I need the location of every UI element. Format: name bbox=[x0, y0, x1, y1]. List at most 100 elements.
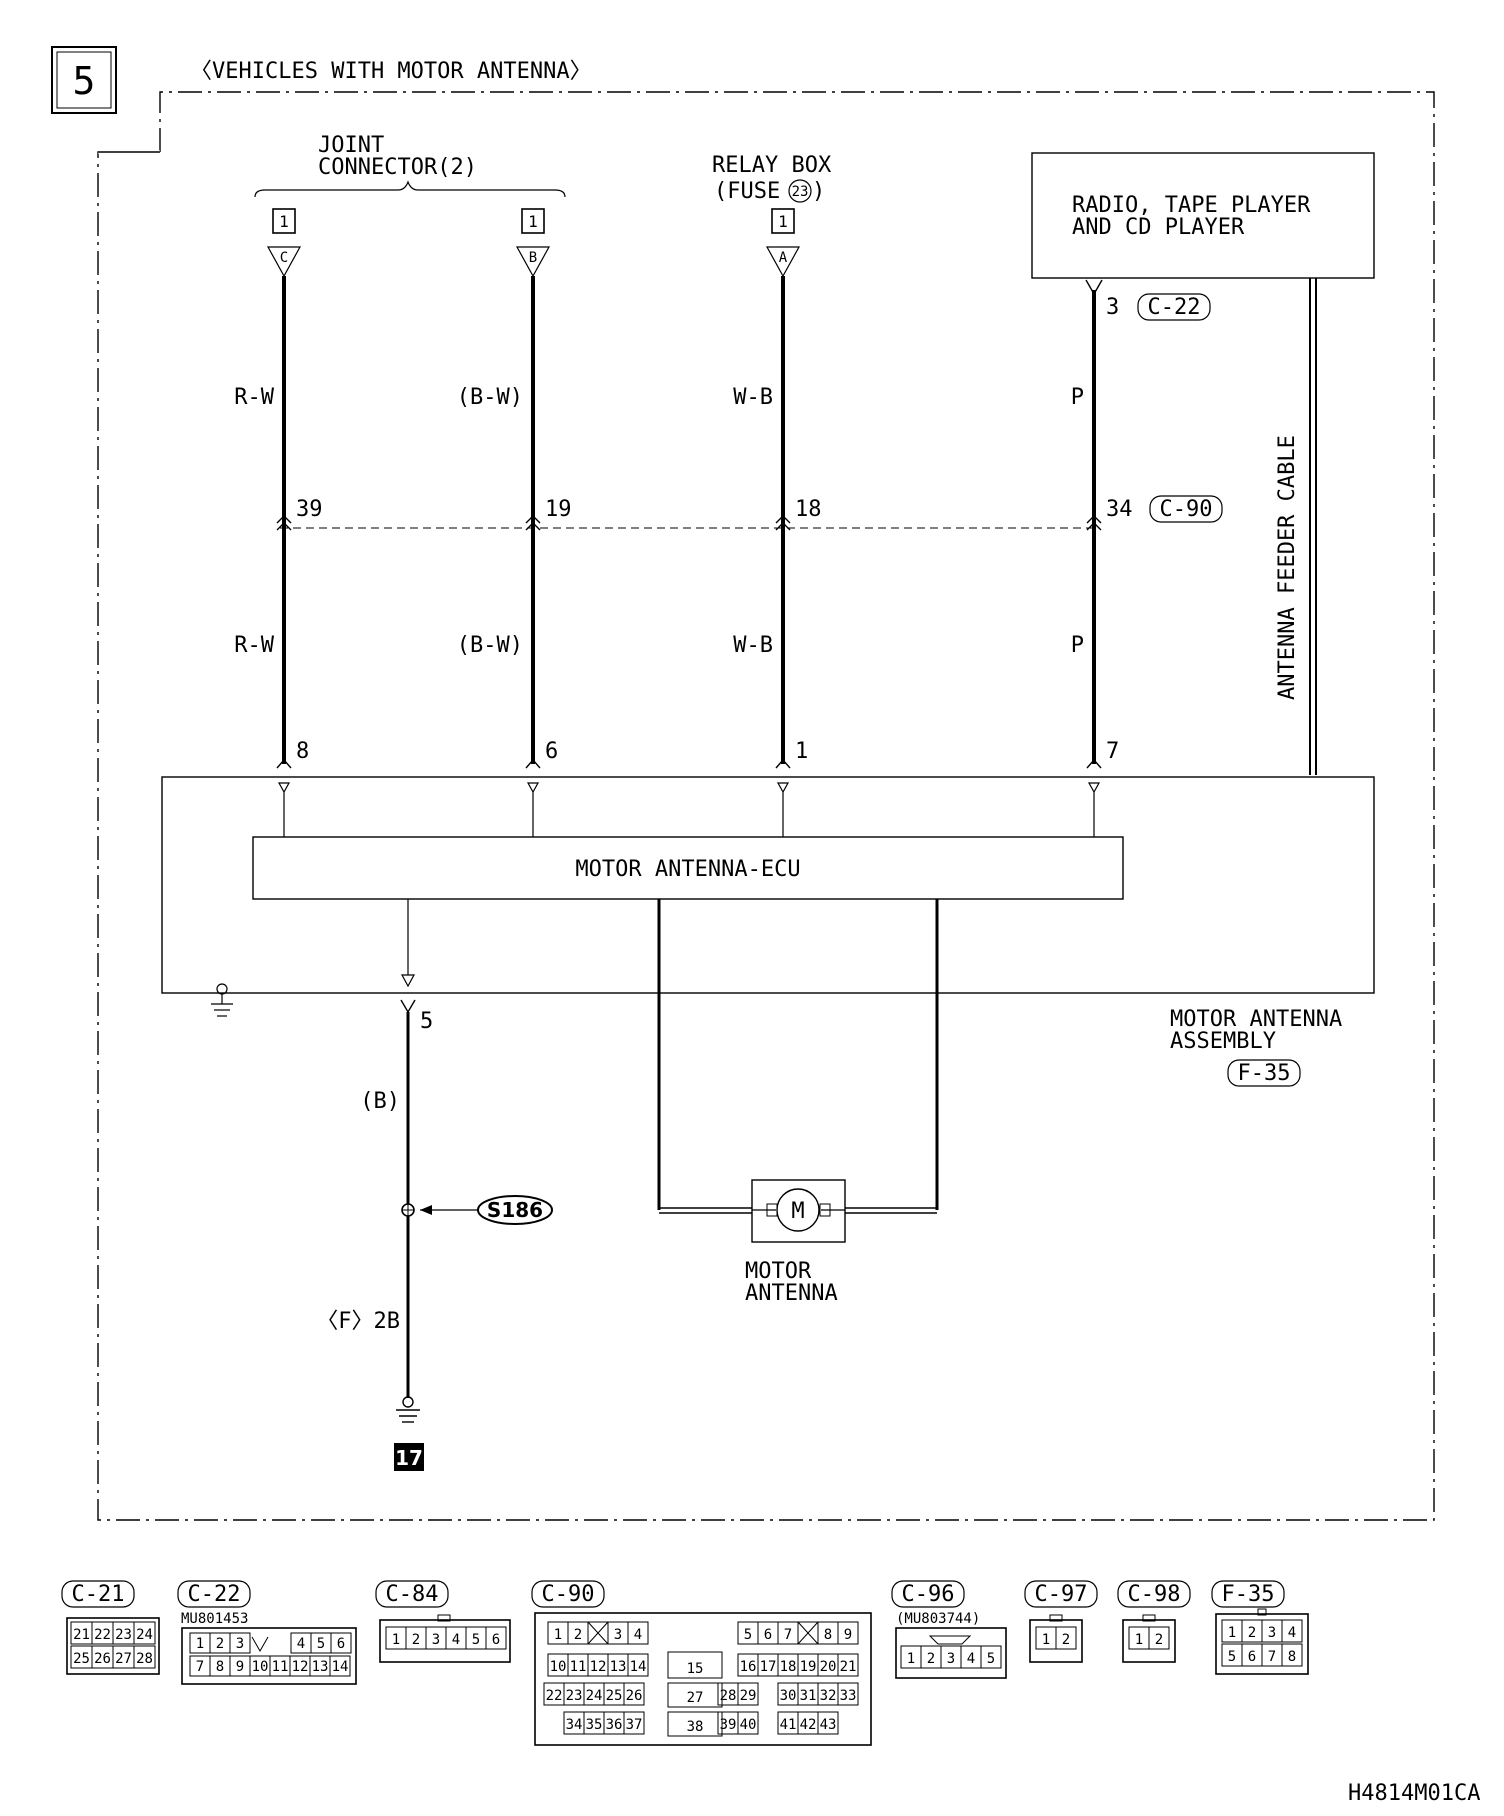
connector-pin: 11 bbox=[570, 1659, 587, 1675]
radio-pin: 3 bbox=[1106, 295, 1119, 320]
assembly-label-2: ASSEMBLY bbox=[1170, 1029, 1276, 1054]
connector-pin: 2 bbox=[927, 1651, 935, 1667]
assembly-connector-ref: F-35 bbox=[1227, 1059, 1301, 1087]
joint-connector-brace bbox=[254, 180, 566, 198]
radio-unit: RADIO, TAPE PLAYER AND CD PLAYER bbox=[1031, 152, 1375, 279]
wire-color-label: W-B bbox=[733, 633, 773, 658]
connector-pin: 43 bbox=[820, 1717, 837, 1733]
connector-pin: 1 bbox=[1135, 1632, 1143, 1648]
connector-pin: 6 bbox=[764, 1627, 772, 1643]
connector-pin: 40 bbox=[740, 1717, 757, 1733]
motor-circuit bbox=[657, 899, 939, 1214]
antenna-feeder-cable-label: ANTENNA FEEDER CABLE bbox=[1275, 435, 1300, 700]
connector-pin: 24 bbox=[586, 1688, 603, 1704]
connector-name: C-84 bbox=[386, 1582, 439, 1607]
c90-pin-marks bbox=[276, 515, 1102, 531]
svg-text:(FUSE: (FUSE bbox=[714, 179, 780, 204]
connector-pin: 6 bbox=[1248, 1649, 1256, 1665]
connector-pin: 8 bbox=[1288, 1649, 1296, 1665]
connector-pin: 19 bbox=[800, 1659, 817, 1675]
ground-pin: 5 bbox=[420, 1009, 433, 1034]
connector-pin: 13 bbox=[610, 1659, 627, 1675]
connector-pin: 12 bbox=[590, 1659, 607, 1675]
assembly-input-terminals bbox=[277, 782, 1101, 837]
motor-symbol: M bbox=[791, 1199, 804, 1224]
splice-label: S186 bbox=[477, 1195, 553, 1225]
joint-connector-label-2: CONNECTOR(2) bbox=[318, 155, 477, 180]
connector-pin: 37 bbox=[626, 1717, 643, 1733]
wire-color-label: R-W bbox=[234, 633, 274, 658]
connector-pin: 17 bbox=[760, 1659, 777, 1675]
radio-label: RADIO, TAPE PLAYER bbox=[1072, 193, 1311, 218]
ecu-label: MOTOR ANTENNA-ECU bbox=[575, 857, 800, 882]
connector-pin: 2 bbox=[1062, 1632, 1070, 1648]
connector-pin: 21 bbox=[73, 1627, 90, 1643]
connector-pin: 2 bbox=[1248, 1625, 1256, 1641]
motor-icon: M bbox=[751, 1179, 846, 1243]
svg-text:F-35: F-35 bbox=[1238, 1061, 1291, 1086]
motor-antenna-ecu: MOTOR ANTENNA-ECU bbox=[252, 836, 1124, 900]
connector-pin: 27 bbox=[115, 1651, 132, 1667]
connector-pin: 34 bbox=[566, 1717, 583, 1733]
connector-name: C-21 bbox=[72, 1582, 125, 1607]
connector-pin: 28 bbox=[720, 1688, 737, 1704]
wire-color-label: 〈F〉2B bbox=[316, 1309, 400, 1334]
section-title: 〈VEHICLES WITH MOTOR ANTENNA〉 bbox=[190, 59, 592, 84]
connector-pin: 38 bbox=[687, 1719, 704, 1735]
svg-text:17: 17 bbox=[395, 1446, 423, 1470]
connector-pin: 36 bbox=[606, 1717, 623, 1733]
wire-color-label: W-B bbox=[733, 385, 773, 410]
ecu-pin: 6 bbox=[545, 739, 558, 764]
connector-pin: 26 bbox=[94, 1651, 111, 1667]
svg-text:): ) bbox=[812, 179, 825, 204]
svg-text:B: B bbox=[529, 250, 537, 266]
c90-pin: 39 bbox=[296, 497, 323, 522]
connector-pin: 7 bbox=[196, 1659, 204, 1675]
radio-connector-ref: C-22 bbox=[1137, 293, 1211, 321]
connector-pin: 7 bbox=[1268, 1649, 1276, 1665]
c90-pin: 34 bbox=[1106, 497, 1133, 522]
wire-color-label: (B-W) bbox=[457, 385, 523, 410]
connector-pin: 4 bbox=[452, 1632, 460, 1648]
connector-pin: 21 bbox=[840, 1659, 857, 1675]
connector-name: F-35 bbox=[1222, 1582, 1275, 1607]
document-code: H4814M01CA bbox=[1348, 1781, 1480, 1806]
connector-pin: 1 bbox=[1042, 1632, 1050, 1648]
connector-pin: 13 bbox=[312, 1659, 329, 1675]
connector-pin: 1 bbox=[196, 1636, 204, 1652]
svg-text:C-90: C-90 bbox=[1160, 497, 1213, 522]
connector-name: C-98 bbox=[1128, 1582, 1181, 1607]
connector-pin: 1 bbox=[907, 1651, 915, 1667]
section-number-box: 5 bbox=[51, 46, 117, 114]
connector-pin: 3 bbox=[947, 1651, 955, 1667]
svg-text:C-22: C-22 bbox=[1148, 295, 1201, 320]
case-ground-icon bbox=[211, 983, 233, 1017]
connector-pin: 6 bbox=[337, 1636, 345, 1652]
svg-text:1: 1 bbox=[528, 212, 538, 231]
connector-pin: 9 bbox=[844, 1627, 852, 1643]
connector-pin: 41 bbox=[780, 1717, 797, 1733]
section-number: 5 bbox=[73, 59, 96, 103]
connector-pin: 6 bbox=[492, 1632, 500, 1648]
connector-name: C-97 bbox=[1035, 1582, 1088, 1607]
connector-pin: 3 bbox=[236, 1636, 244, 1652]
motor-label: MOTOR bbox=[745, 1259, 812, 1284]
connector-pin: 31 bbox=[800, 1688, 817, 1704]
wire-color-label: (B) bbox=[360, 1089, 400, 1114]
c90-connector-ref: C-90 bbox=[1149, 495, 1223, 523]
c90-pin: 18 bbox=[795, 497, 822, 522]
connector-pin: 4 bbox=[297, 1636, 305, 1652]
connector-name: C-96 bbox=[902, 1582, 955, 1607]
connector-pin: 12 bbox=[292, 1659, 309, 1675]
assembly-label: MOTOR ANTENNA bbox=[1170, 1007, 1342, 1032]
connector-pin: 10 bbox=[252, 1659, 269, 1675]
connector-pin: 22 bbox=[94, 1627, 111, 1643]
connector-pin: 30 bbox=[780, 1688, 797, 1704]
connector-pin: 5 bbox=[744, 1627, 752, 1643]
ecu-pin: 1 bbox=[795, 739, 808, 764]
ecu-pin: 7 bbox=[1106, 739, 1119, 764]
connector-pin: 3 bbox=[1268, 1625, 1276, 1641]
connector-pin: 16 bbox=[740, 1659, 757, 1675]
